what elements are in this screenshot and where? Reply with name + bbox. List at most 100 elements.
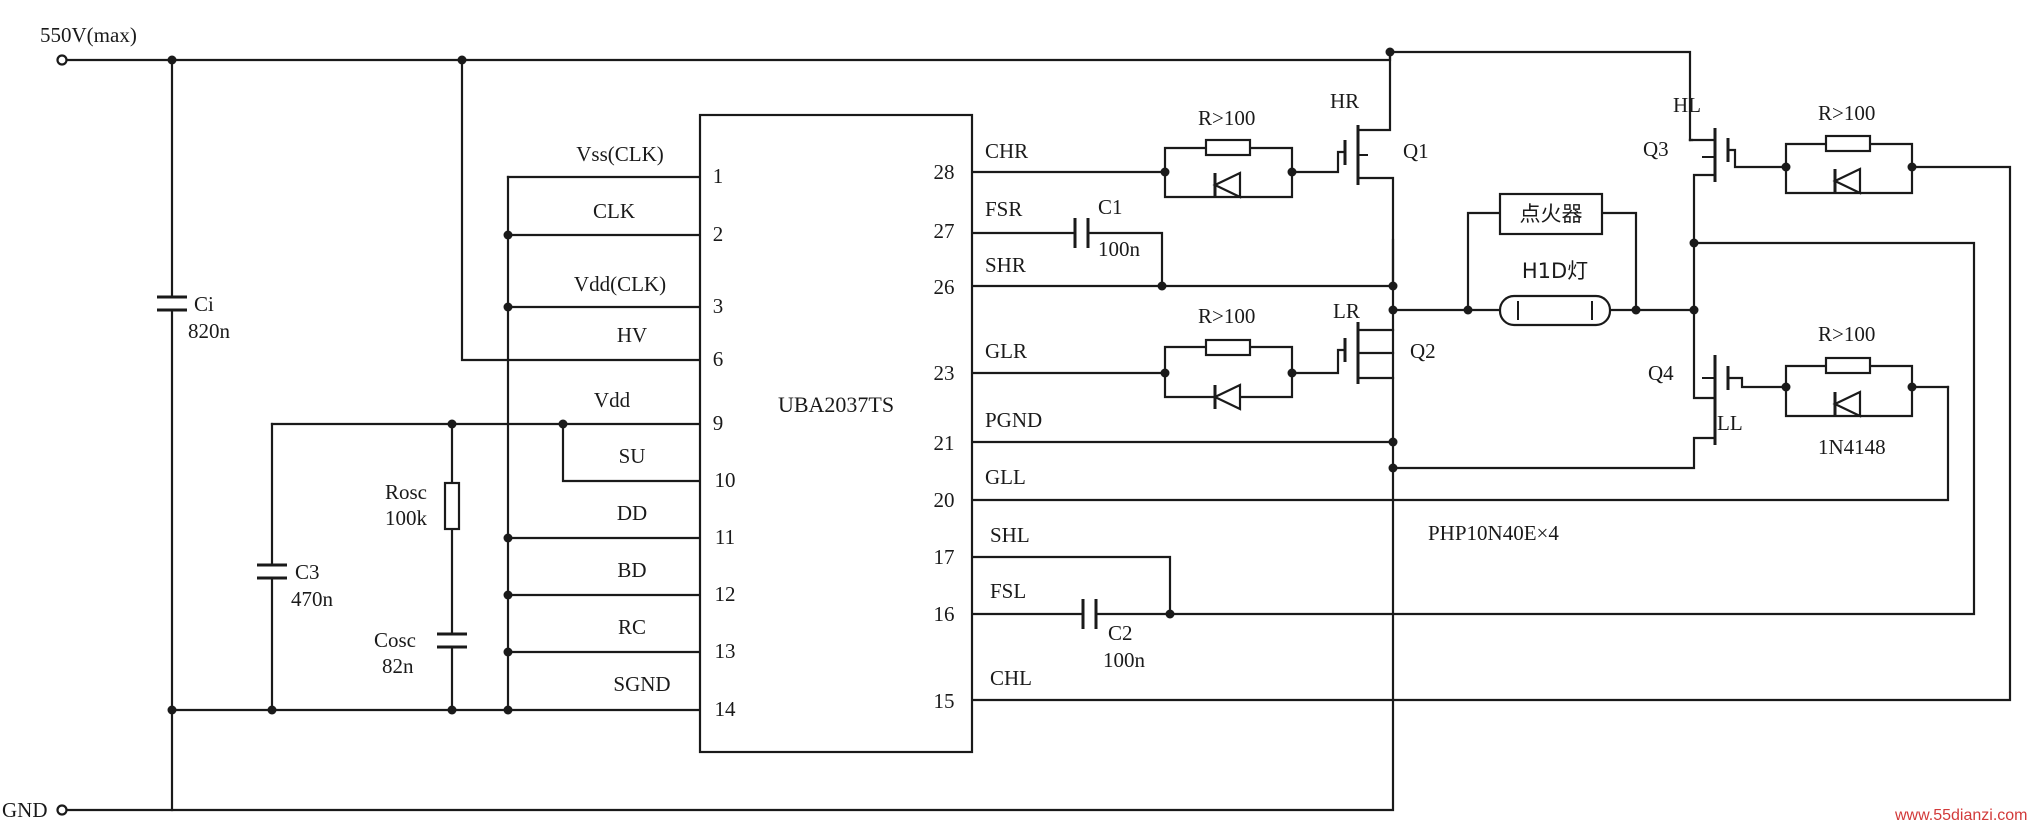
ic-name-label: UBA2037TS — [778, 392, 894, 417]
pin-label-chl: CHL — [990, 666, 1032, 690]
igniter-label: 点火器 — [1520, 202, 1583, 226]
gate-resistor-hl-label: R>100 — [1818, 101, 1875, 125]
pin-number-13: 13 — [715, 639, 736, 663]
gate-resistor-hl — [1824, 134, 1872, 153]
q2-name-label: Q2 — [1410, 339, 1436, 363]
cosc-value-label: 82n — [382, 654, 414, 678]
junction-dot — [1160, 368, 1170, 378]
pin-label-clk: CLK — [593, 199, 635, 223]
hid-lamp: H1D灯 — [1498, 259, 1612, 327]
pin-label-dd: DD — [617, 501, 647, 525]
pin-label-fsr: FSR — [985, 197, 1022, 221]
q3-name-label: Q3 — [1643, 137, 1669, 161]
junction-dot — [503, 647, 513, 657]
junction-dot — [457, 55, 467, 65]
pin-label-sgnd: SGND — [613, 672, 670, 696]
junction-dot — [1781, 382, 1791, 392]
pin-number-16: 16 — [934, 602, 955, 626]
ground-rail — [60, 238, 1395, 812]
pin-number-11: 11 — [715, 525, 735, 549]
diode-hl — [1832, 167, 1862, 195]
pin-label-vdd: Vdd — [594, 388, 631, 412]
junction-dot — [1463, 305, 1473, 315]
supply-voltage-label: 550V(max) — [40, 23, 137, 47]
q3-drain-source — [1688, 138, 1717, 400]
junction-dot — [1287, 167, 1297, 177]
rosc-value-label: 100k — [385, 506, 428, 530]
q2-drain-source — [1356, 328, 1395, 380]
c1-wire — [1086, 231, 1164, 288]
junction-dot — [267, 705, 277, 715]
q4-name-label: Q4 — [1648, 361, 1674, 385]
chl-wire — [970, 165, 2012, 702]
pin-number-10: 10 — [715, 468, 736, 492]
junction-dot — [503, 302, 513, 312]
gate-resistor-ll — [1824, 356, 1872, 375]
pin-label-bd: BD — [617, 558, 646, 582]
junction-dot — [1287, 368, 1297, 378]
gate-network-lr: R>100 — [1198, 304, 1255, 411]
pin-number-2: 2 — [713, 222, 724, 246]
shl-wire — [970, 555, 1172, 616]
junction-dot — [503, 533, 513, 543]
diode-hr — [1212, 171, 1242, 199]
c2-wire — [1094, 241, 1976, 616]
junction-dot — [447, 705, 457, 715]
junction-dot — [1160, 167, 1170, 177]
wires — [60, 50, 2012, 812]
gll-wire — [970, 385, 1950, 502]
junction-dot — [1388, 437, 1398, 447]
gate-network-hr: R>100 — [1198, 106, 1255, 199]
capacitor-c3: C3 470n — [257, 560, 334, 611]
mosfet-q4: Q4 LL — [1648, 355, 1743, 445]
mosfet-q3: HL Q3 — [1643, 93, 1730, 182]
q2-gate-label: LR — [1333, 299, 1360, 323]
pin-number-17: 17 — [934, 545, 955, 569]
lamp-label: H1D灯 — [1522, 259, 1588, 283]
c3-name-label: C3 — [295, 560, 320, 584]
pin-label-rc: RC — [618, 615, 646, 639]
c3-value-label: 470n — [291, 587, 334, 611]
ground-label: GND — [2, 798, 48, 822]
c1-value-label: 100n — [1098, 237, 1141, 261]
junction-dot — [1388, 305, 1398, 315]
junction-dot — [1689, 305, 1699, 315]
resistor-rosc: Rosc 100k — [385, 480, 461, 531]
junction-dot — [558, 419, 568, 429]
pin-number-3: 3 — [713, 294, 724, 318]
junction-dot — [167, 705, 177, 715]
q1-drain-source — [1356, 50, 1395, 288]
junction-dot — [1388, 281, 1398, 291]
supply-terminal — [56, 54, 68, 66]
q2-gate-net — [1163, 345, 1347, 399]
junction-dot — [1689, 238, 1699, 248]
pin-label-shr: SHR — [985, 253, 1026, 277]
q1-gate-net — [1163, 146, 1347, 199]
junction-dot — [167, 55, 177, 65]
pin-label-shl: SHL — [990, 523, 1030, 547]
watermark-text: www.55dianzi.com — [1894, 807, 2028, 824]
transistor-part-note: PHP10N40E×4 — [1428, 521, 1559, 545]
pin-number-26: 26 — [934, 275, 955, 299]
q4-gate-label: LL — [1717, 411, 1743, 435]
gate-resistor-hr-label: R>100 — [1198, 106, 1255, 130]
pin-label-su: SU — [619, 444, 646, 468]
capacitor-c1: C1 100n — [1073, 195, 1141, 261]
c2-value-label: 100n — [1103, 648, 1146, 672]
junction-dot — [503, 705, 513, 715]
mosfet-q2: LR Q2 — [1333, 299, 1436, 384]
pin-label-pgnd: PGND — [985, 408, 1042, 432]
pin-number-14: 14 — [715, 697, 737, 721]
pin-label-chr: CHR — [985, 139, 1028, 163]
gate-resistor-ll-label: R>100 — [1818, 322, 1875, 346]
gate-resistor-lr — [1204, 338, 1252, 357]
igniter: 点火器 — [1498, 192, 1604, 236]
q1-name-label: Q1 — [1403, 139, 1429, 163]
pin-label-fsl: FSL — [990, 579, 1026, 603]
junction-dot — [1385, 47, 1395, 57]
diode-part-label: 1N4148 — [1818, 435, 1886, 459]
capacitor-c2: C2 100n — [1081, 599, 1146, 672]
c2-name-label: C2 — [1108, 621, 1133, 645]
pin-label-vdd-clk: Vdd(CLK) — [574, 272, 666, 296]
pin-number-27: 27 — [934, 219, 955, 243]
